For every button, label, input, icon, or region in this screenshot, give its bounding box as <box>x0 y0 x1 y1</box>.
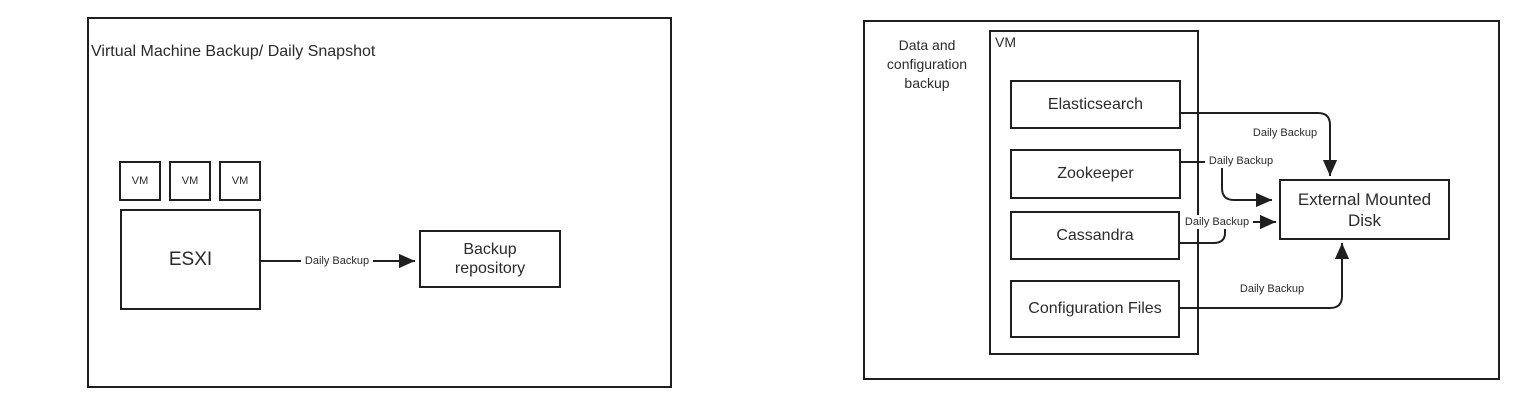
configuration-files-node: Configuration Files <box>1010 280 1180 338</box>
cassandra-arrow-label: Daily Backup <box>1181 215 1253 229</box>
vm-backup-panel-title: Virtual Machine Backup/ Daily Snapshot <box>91 43 376 60</box>
zookeeper-arrow-label: Daily Backup <box>1205 154 1277 168</box>
external-mounted-disk-node: External Mounted Disk <box>1279 179 1450 240</box>
backup-repository-label: Backup repository <box>454 241 526 277</box>
backup-repository-node: Backup repository <box>419 230 561 288</box>
data-backup-panel-caption: Data and configuration backup <box>886 37 968 91</box>
vm-box-2: VM <box>169 161 211 201</box>
vm-box-3: VM <box>219 161 261 201</box>
external-mounted-disk-label: External Mounted Disk <box>1297 189 1432 230</box>
esxi-node: ESXI <box>120 209 261 310</box>
vm-backup-panel <box>87 17 672 388</box>
vm-box-1: VM <box>119 161 161 201</box>
elasticsearch-arrow-label: Daily Backup <box>1249 126 1321 140</box>
zookeeper-node: Zookeeper <box>1010 149 1181 199</box>
cassandra-node: Cassandra <box>1010 211 1180 260</box>
esxi-backup-arrow-label: Daily Backup <box>301 254 373 268</box>
elasticsearch-node: Elasticsearch <box>1010 80 1181 129</box>
config-files-arrow-label: Daily Backup <box>1236 282 1308 296</box>
vm-container-label: VM <box>995 34 1016 50</box>
